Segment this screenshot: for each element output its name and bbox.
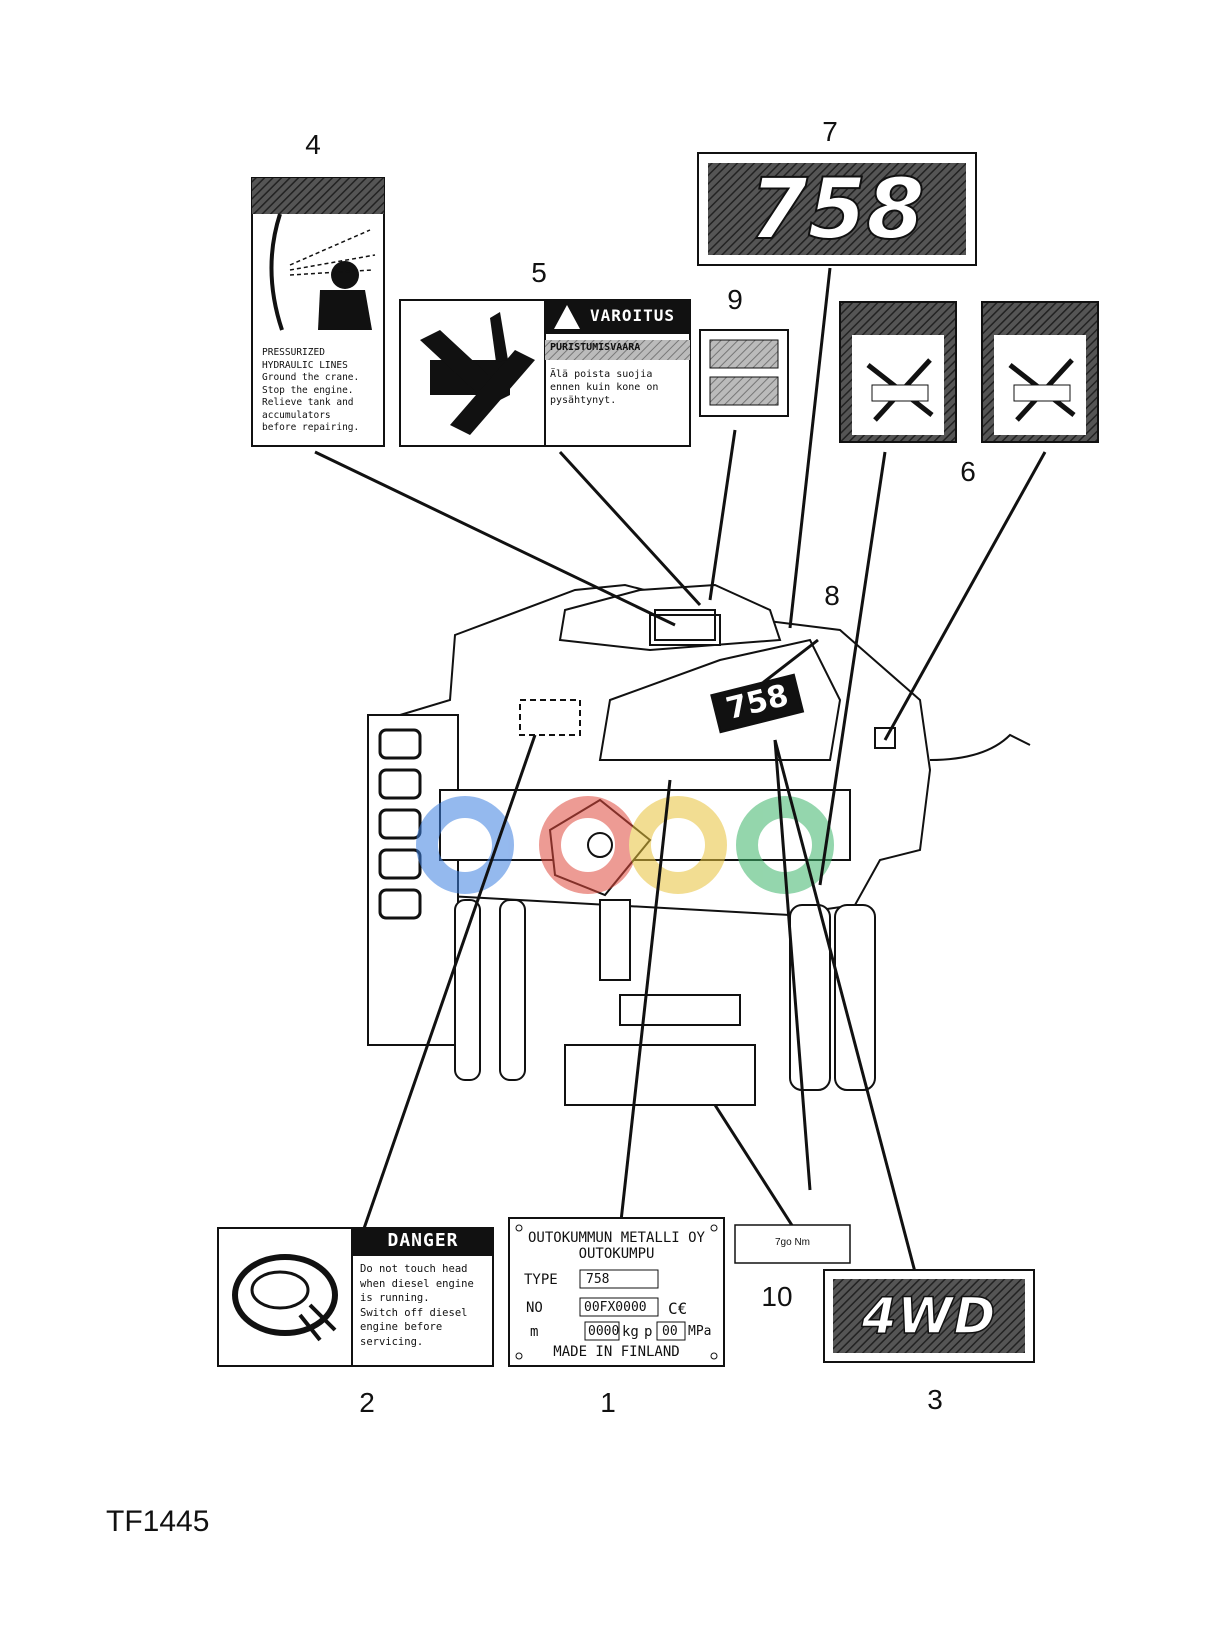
callout-4: 4 <box>305 129 321 160</box>
varoitus-body: Älä poista suojia ennen kuin kone on pys… <box>550 368 658 407</box>
varoitus-header: VAROITUS <box>590 306 676 325</box>
callout-5: 5 <box>531 257 547 288</box>
drive-badge-text: 4WD <box>861 1286 997 1346</box>
varoitus-subheader: PURISTUMISVAARA <box>550 342 641 353</box>
plate-mass-value: 0000 <box>588 1324 620 1339</box>
callout-10: 10 <box>761 1281 793 1312</box>
callout-8: 8 <box>824 580 840 611</box>
danger-line-5: engine before <box>360 1321 443 1333</box>
decal-6-left <box>839 301 957 443</box>
decal-4-hydraulic-warning <box>251 177 385 447</box>
callout-7: 7 <box>822 116 838 147</box>
callout-3: 3 <box>927 1384 943 1415</box>
decal-6-right <box>981 301 1099 443</box>
decal-1-type-plate <box>508 1217 725 1367</box>
callout-6: 6 <box>960 456 976 487</box>
danger-line-3: is running. <box>360 1292 430 1304</box>
danger-line-6: servicing. <box>360 1335 424 1348</box>
plate-no-label: NO <box>526 1300 543 1316</box>
plate-p-label: p <box>644 1324 653 1340</box>
plate-type-label: TYPE <box>524 1272 558 1288</box>
decal-3-4wd <box>823 1269 1035 1363</box>
danger-line-4: Switch off diesel <box>360 1306 468 1319</box>
plate-city: OUTOKUMPU <box>578 1246 655 1262</box>
plate-no-value: 00FX0000 <box>584 1300 647 1315</box>
machine-drawing <box>367 583 1031 1106</box>
danger-body: Do not touch head when diesel engine is … <box>360 1262 474 1349</box>
plate-type-value: 758 <box>586 1272 610 1287</box>
callout-1: 1 <box>600 1387 616 1418</box>
leader-lines <box>314 267 1047 1273</box>
hydraulic-warning-text: PRESSURIZED HYDRAULIC LINES Ground the c… <box>262 347 359 435</box>
hydraulic-line-6: accumulators <box>262 409 331 421</box>
hydraulic-line-3: Ground the crane. <box>262 372 360 383</box>
varoitus-line-1: Älä poista suojia <box>550 369 653 380</box>
hydraulic-line-5: Relieve tank and <box>262 397 354 408</box>
danger-header: DANGER <box>387 1230 459 1251</box>
plate-made-in: MADE IN FINLAND <box>553 1344 680 1360</box>
decal-5-crush-warning <box>399 299 691 447</box>
hydraulic-line-2: HYDRAULIC LINES <box>262 359 348 371</box>
hydraulic-line-7: before repairing. <box>262 422 360 433</box>
decal-7-model-badge <box>697 152 977 266</box>
plate-pressure-unit: MPa <box>688 1324 712 1339</box>
decal-10-torque <box>734 1224 851 1264</box>
plate-company: OUTOKUMMUN METALLI OY <box>527 1230 705 1246</box>
figure-id: TF1445 <box>106 1505 210 1538</box>
torque-text: 7go Nm <box>774 1237 810 1248</box>
callout-2: 2 <box>359 1387 375 1418</box>
danger-line-1: Do not touch head <box>360 1263 468 1275</box>
model-badge-text: 758 <box>748 160 925 258</box>
plate-mass-unit: kg <box>622 1324 639 1340</box>
hydraulic-line-1: PRESSURIZED <box>262 347 325 358</box>
hydraulic-line-4: Stop the engine. <box>262 384 354 396</box>
varoitus-line-2: ennen kuin kone on <box>550 382 659 393</box>
plate-pressure-value: 00 <box>662 1324 678 1339</box>
plate-m-label: m <box>530 1324 539 1340</box>
callout-9: 9 <box>727 284 743 315</box>
decal-9-hatched <box>699 329 789 417</box>
plate-ce-mark: C€ <box>668 1299 688 1318</box>
decal-2-danger <box>217 1227 494 1367</box>
danger-line-2: when diesel engine <box>360 1277 474 1290</box>
varoitus-line-3: pysähtynyt. <box>550 395 617 406</box>
